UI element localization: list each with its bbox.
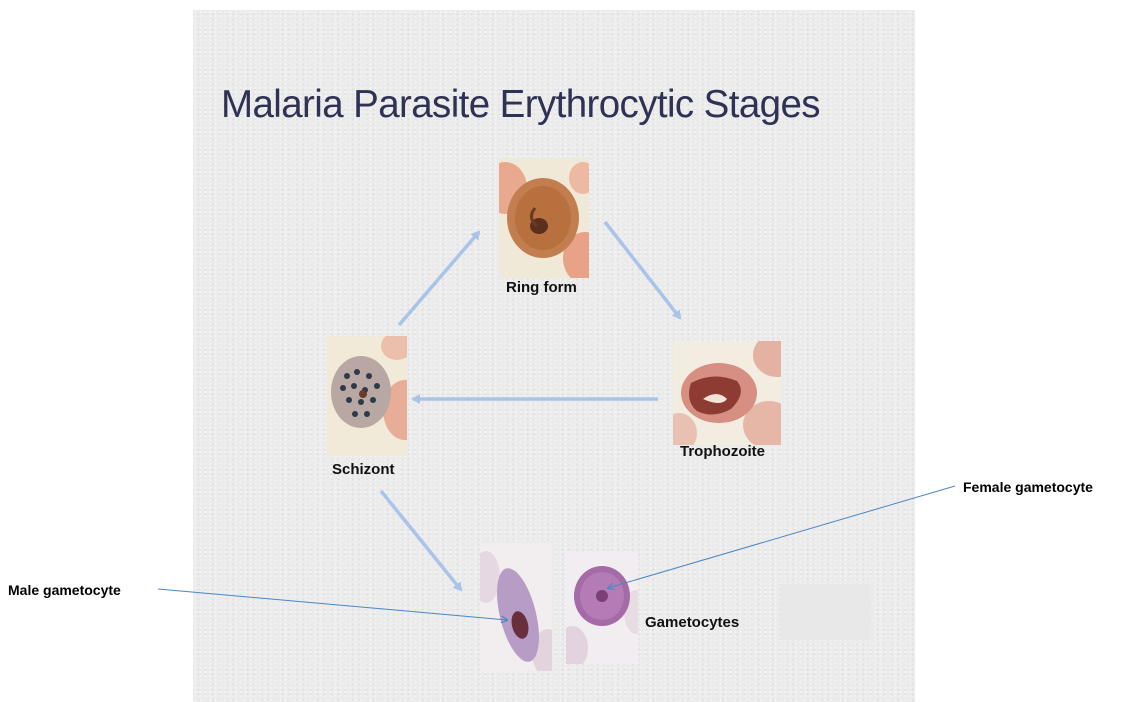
male-gametocyte-callout: Male gametocyte [8, 583, 121, 597]
female-gametocyte-leader-line [608, 486, 955, 588]
female-gametocyte-callout: Female gametocyte [963, 480, 1093, 494]
male-gametocyte-leader-line [158, 589, 507, 620]
